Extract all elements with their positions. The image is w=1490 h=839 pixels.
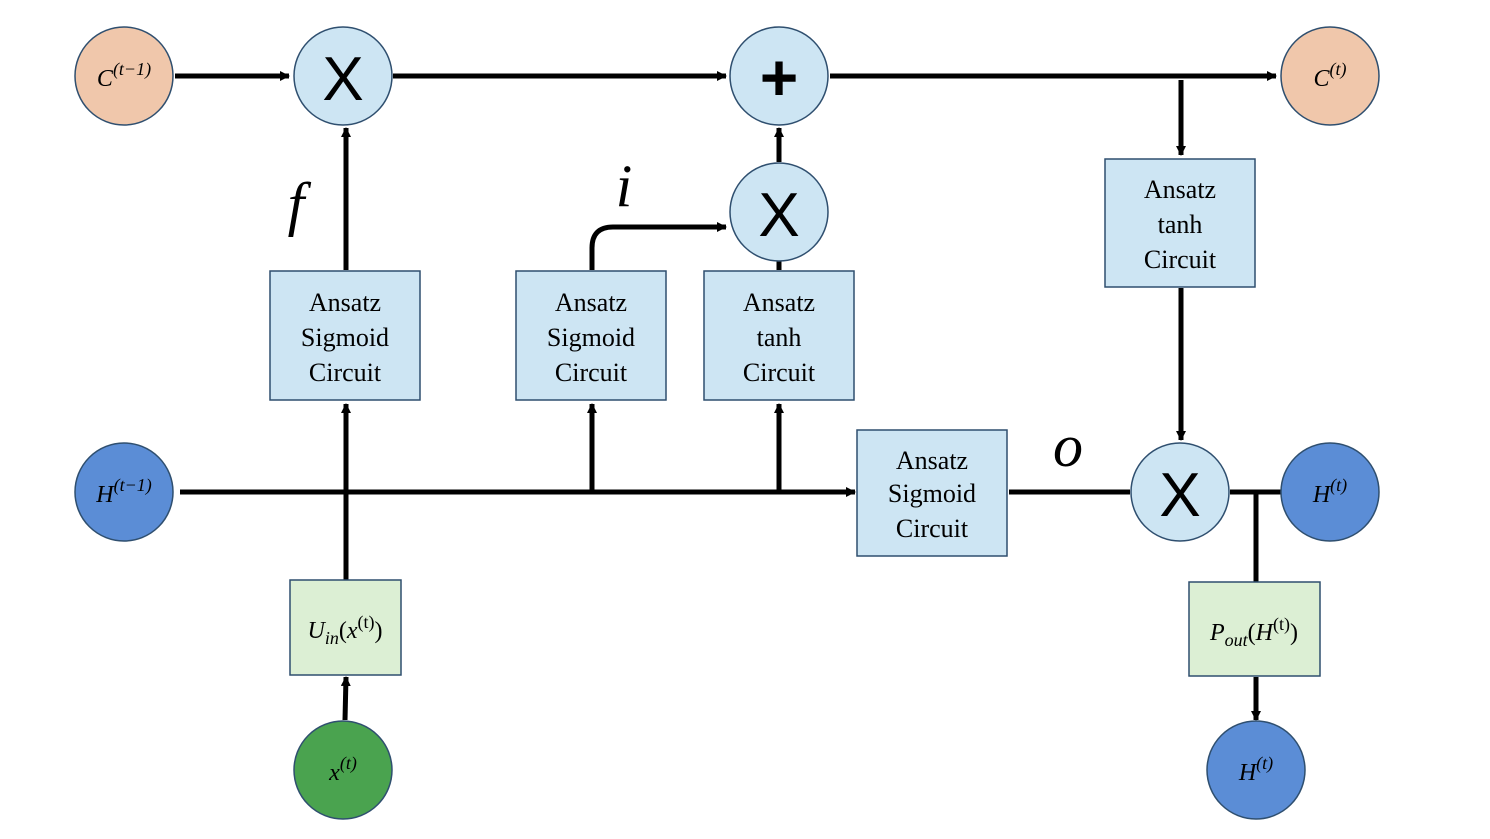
node-superscript: (t−1) bbox=[113, 59, 151, 80]
svg-text:C(t): C(t) bbox=[1313, 59, 1346, 92]
node-label: H bbox=[1312, 482, 1332, 508]
encoder-arg: H bbox=[1255, 620, 1275, 646]
circuit-cell-tanh: Ansatz tanh Circuit bbox=[1104, 158, 1256, 288]
svg-text:H(t): H(t) bbox=[1238, 753, 1273, 786]
circuit-line-3: Circuit bbox=[1144, 245, 1217, 274]
circuit-candidate-tanh: Ansatz tanh Circuit bbox=[703, 270, 855, 401]
svg-text:C(t−1): C(t−1) bbox=[97, 59, 151, 92]
node-label: H bbox=[1238, 760, 1258, 786]
circuit-line-2: Sigmoid bbox=[547, 323, 635, 352]
circuit-line-1: Ansatz bbox=[309, 288, 381, 317]
operator-symbol: X bbox=[322, 45, 363, 114]
encoder-subscript: out bbox=[1225, 630, 1249, 650]
node-h-next: H(t) bbox=[1280, 442, 1380, 542]
node-c-next: C(t) bbox=[1280, 26, 1380, 126]
circuit-line-1: Ansatz bbox=[1144, 175, 1216, 204]
op-add-cell: + bbox=[729, 26, 829, 126]
circuit-input-sigmoid: Ansatz Sigmoid Circuit bbox=[515, 270, 667, 401]
circuit-line-3: Circuit bbox=[896, 514, 969, 543]
connectors bbox=[175, 71, 1282, 721]
node-superscript: (t−1) bbox=[114, 475, 152, 496]
svg-text:x(t): x(t) bbox=[328, 753, 357, 786]
circuit-output-sigmoid: Ansatz Sigmoid Circuit bbox=[856, 429, 1008, 557]
gate-label-input: i bbox=[616, 153, 633, 219]
op-mul-input: X bbox=[729, 162, 829, 262]
encoder-arg: x bbox=[346, 618, 358, 644]
gate-label-output: o bbox=[1053, 413, 1083, 479]
circuit-line-3: Circuit bbox=[309, 358, 382, 387]
node-label: C bbox=[1313, 66, 1330, 92]
encoder-input: Uin(x(t)) bbox=[289, 579, 402, 676]
circuit-line-1: Ansatz bbox=[896, 446, 968, 475]
cell-state-icon bbox=[74, 26, 174, 126]
node-c-prev: C(t−1) bbox=[74, 26, 174, 126]
multiply-icon bbox=[729, 162, 829, 262]
operator-symbol: X bbox=[758, 181, 799, 250]
svg-text:H(t): H(t) bbox=[1312, 475, 1347, 508]
encoder-base: U bbox=[307, 618, 326, 644]
operator-symbol: + bbox=[760, 40, 799, 114]
circuit-forget-sigmoid: Ansatz Sigmoid Circuit bbox=[269, 270, 421, 401]
circuit-line-2: Sigmoid bbox=[888, 479, 976, 508]
multiply-icon bbox=[1130, 442, 1230, 542]
op-mul-forget: X bbox=[293, 26, 393, 126]
node-h-out: H(t) bbox=[1206, 720, 1306, 820]
svg-text:Uin(x(t)): Uin(x(t)) bbox=[307, 612, 382, 648]
circuit-line-3: Circuit bbox=[555, 358, 628, 387]
node-label: C bbox=[97, 66, 114, 92]
node-label: H bbox=[95, 482, 115, 508]
arrow-x-to-encoder bbox=[340, 676, 351, 721]
node-superscript: (t) bbox=[1330, 475, 1347, 496]
encoder-arg-superscript: (t) bbox=[1273, 614, 1290, 635]
circuit-line-2: tanh bbox=[757, 323, 802, 352]
cell-state-icon bbox=[1280, 26, 1380, 126]
operator-symbol: X bbox=[1159, 461, 1200, 530]
hidden-state-icon bbox=[1206, 720, 1306, 820]
plus-icon bbox=[729, 26, 829, 126]
encoder-subscript: in bbox=[325, 628, 339, 648]
node-superscript: (t) bbox=[340, 753, 357, 774]
node-label: x bbox=[328, 760, 340, 786]
hidden-state-icon bbox=[1280, 442, 1380, 542]
circuit-line-2: Sigmoid bbox=[301, 323, 389, 352]
multiply-icon bbox=[293, 26, 393, 126]
arrow-input-to-mul bbox=[589, 222, 727, 270]
gate-label-forget: f bbox=[288, 171, 312, 237]
circuit-line-1: Ansatz bbox=[555, 288, 627, 317]
circuit-line-2: tanh bbox=[1158, 210, 1203, 239]
circuit-line-3: Circuit bbox=[743, 358, 816, 387]
node-superscript: (t) bbox=[1256, 753, 1273, 774]
encoder-base: P bbox=[1209, 620, 1225, 646]
circuit-line-1: Ansatz bbox=[743, 288, 815, 317]
input-icon bbox=[293, 720, 393, 820]
node-h-prev: H(t−1) bbox=[74, 442, 174, 542]
node-x-input: x(t) bbox=[293, 720, 393, 820]
encoder-output: Pout(H(t)) bbox=[1188, 581, 1321, 677]
hidden-state-icon bbox=[74, 442, 174, 542]
node-superscript: (t) bbox=[1330, 59, 1347, 80]
svg-text:H(t−1): H(t−1) bbox=[95, 475, 151, 508]
svg-text:Pout(H(t)): Pout(H(t)) bbox=[1209, 614, 1298, 650]
encoder-arg-superscript: (t) bbox=[358, 612, 375, 633]
op-mul-output: X bbox=[1130, 442, 1230, 542]
